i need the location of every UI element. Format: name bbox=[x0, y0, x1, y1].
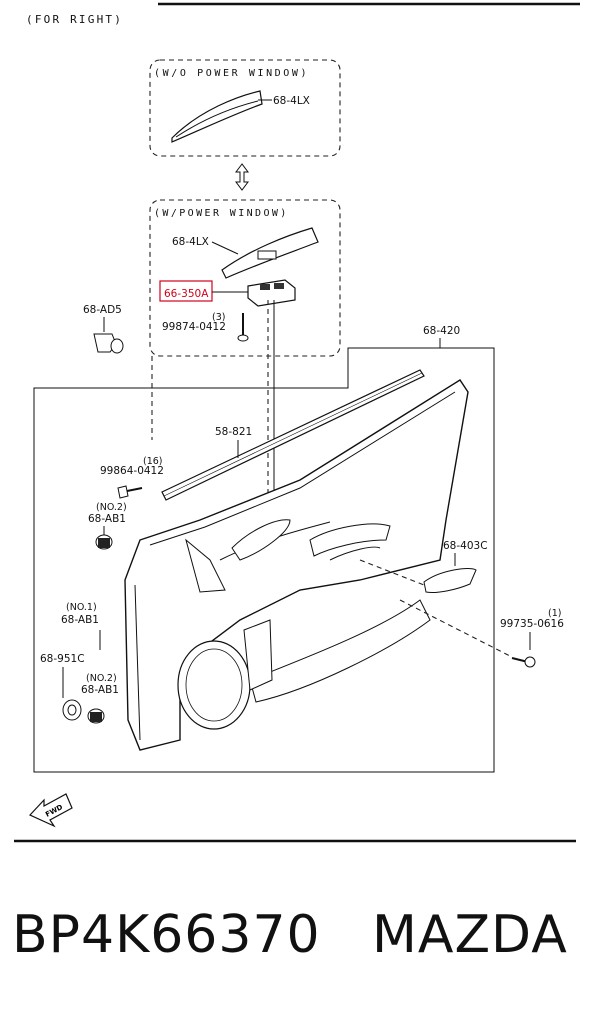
screw-right bbox=[511, 656, 536, 668]
small-screw bbox=[237, 313, 249, 342]
bolt-qty: (16) bbox=[143, 456, 163, 467]
screw-right-label: 99735-0616 bbox=[500, 618, 564, 630]
bolt bbox=[117, 485, 143, 499]
handle-cover-label: 68-403C bbox=[443, 540, 488, 552]
wo-part-label: 68-4LX bbox=[273, 95, 310, 107]
handle-cover bbox=[423, 568, 477, 593]
panel-label: 68-420 bbox=[423, 325, 460, 337]
wo-power-window-box bbox=[149, 59, 341, 157]
clip-no2-top bbox=[95, 534, 113, 550]
main-frame bbox=[33, 347, 495, 773]
weatherstrip-label: 58-821 bbox=[215, 426, 252, 438]
bezel-plain bbox=[171, 90, 263, 143]
weatherstrip bbox=[161, 369, 425, 501]
footer-part-number: BP4K66370 bbox=[12, 905, 321, 965]
screw-right-dash bbox=[399, 599, 511, 657]
switch-label: 66-350A bbox=[164, 288, 209, 300]
clip-ad5-label: 68-AD5 bbox=[83, 304, 122, 316]
alternative-arrow bbox=[235, 163, 249, 191]
clip-no2-bottom bbox=[87, 708, 105, 724]
w-power-window-label: (W/POWER WINDOW) bbox=[154, 208, 289, 219]
screw-qty: (3) bbox=[212, 312, 225, 323]
grommet-label: 68-951C bbox=[40, 653, 85, 665]
clip-no2-top-label: 68-AB1 bbox=[88, 513, 126, 525]
wo-power-window-label: (W/O POWER WINDOW) bbox=[154, 68, 309, 79]
screw-label: 99874-0412 bbox=[162, 321, 226, 333]
bezel-with-switch-hole bbox=[221, 227, 319, 279]
leader-w-bezel bbox=[211, 241, 239, 255]
handle-dash bbox=[359, 559, 425, 586]
w-power-window-box bbox=[149, 199, 341, 357]
highlight-box bbox=[159, 280, 213, 302]
door-trim-panel bbox=[124, 379, 469, 751]
clip-ad5 bbox=[93, 333, 124, 354]
window-switch bbox=[247, 279, 296, 307]
clip-no2-bottom-qty: (NO.2) bbox=[86, 673, 117, 684]
clip-no2-bottom-label: 68-AB1 bbox=[81, 684, 119, 696]
clip-no1-label: 68-AB1 bbox=[61, 614, 99, 626]
footer-brand: MAZDA bbox=[372, 905, 568, 965]
bolt-label: 99864-0412 bbox=[100, 465, 164, 477]
clip-no2-top-qty: (NO.2) bbox=[96, 502, 127, 513]
side-label: (FOR RIGHT) bbox=[26, 13, 123, 26]
grommet bbox=[62, 699, 82, 721]
clip-no1-qty: (NO.1) bbox=[66, 602, 97, 613]
screw-right-qty: (1) bbox=[548, 608, 561, 619]
fwd-arrow-icon: FWD bbox=[28, 793, 73, 828]
w-bezel-label: 68-4LX bbox=[172, 236, 209, 248]
